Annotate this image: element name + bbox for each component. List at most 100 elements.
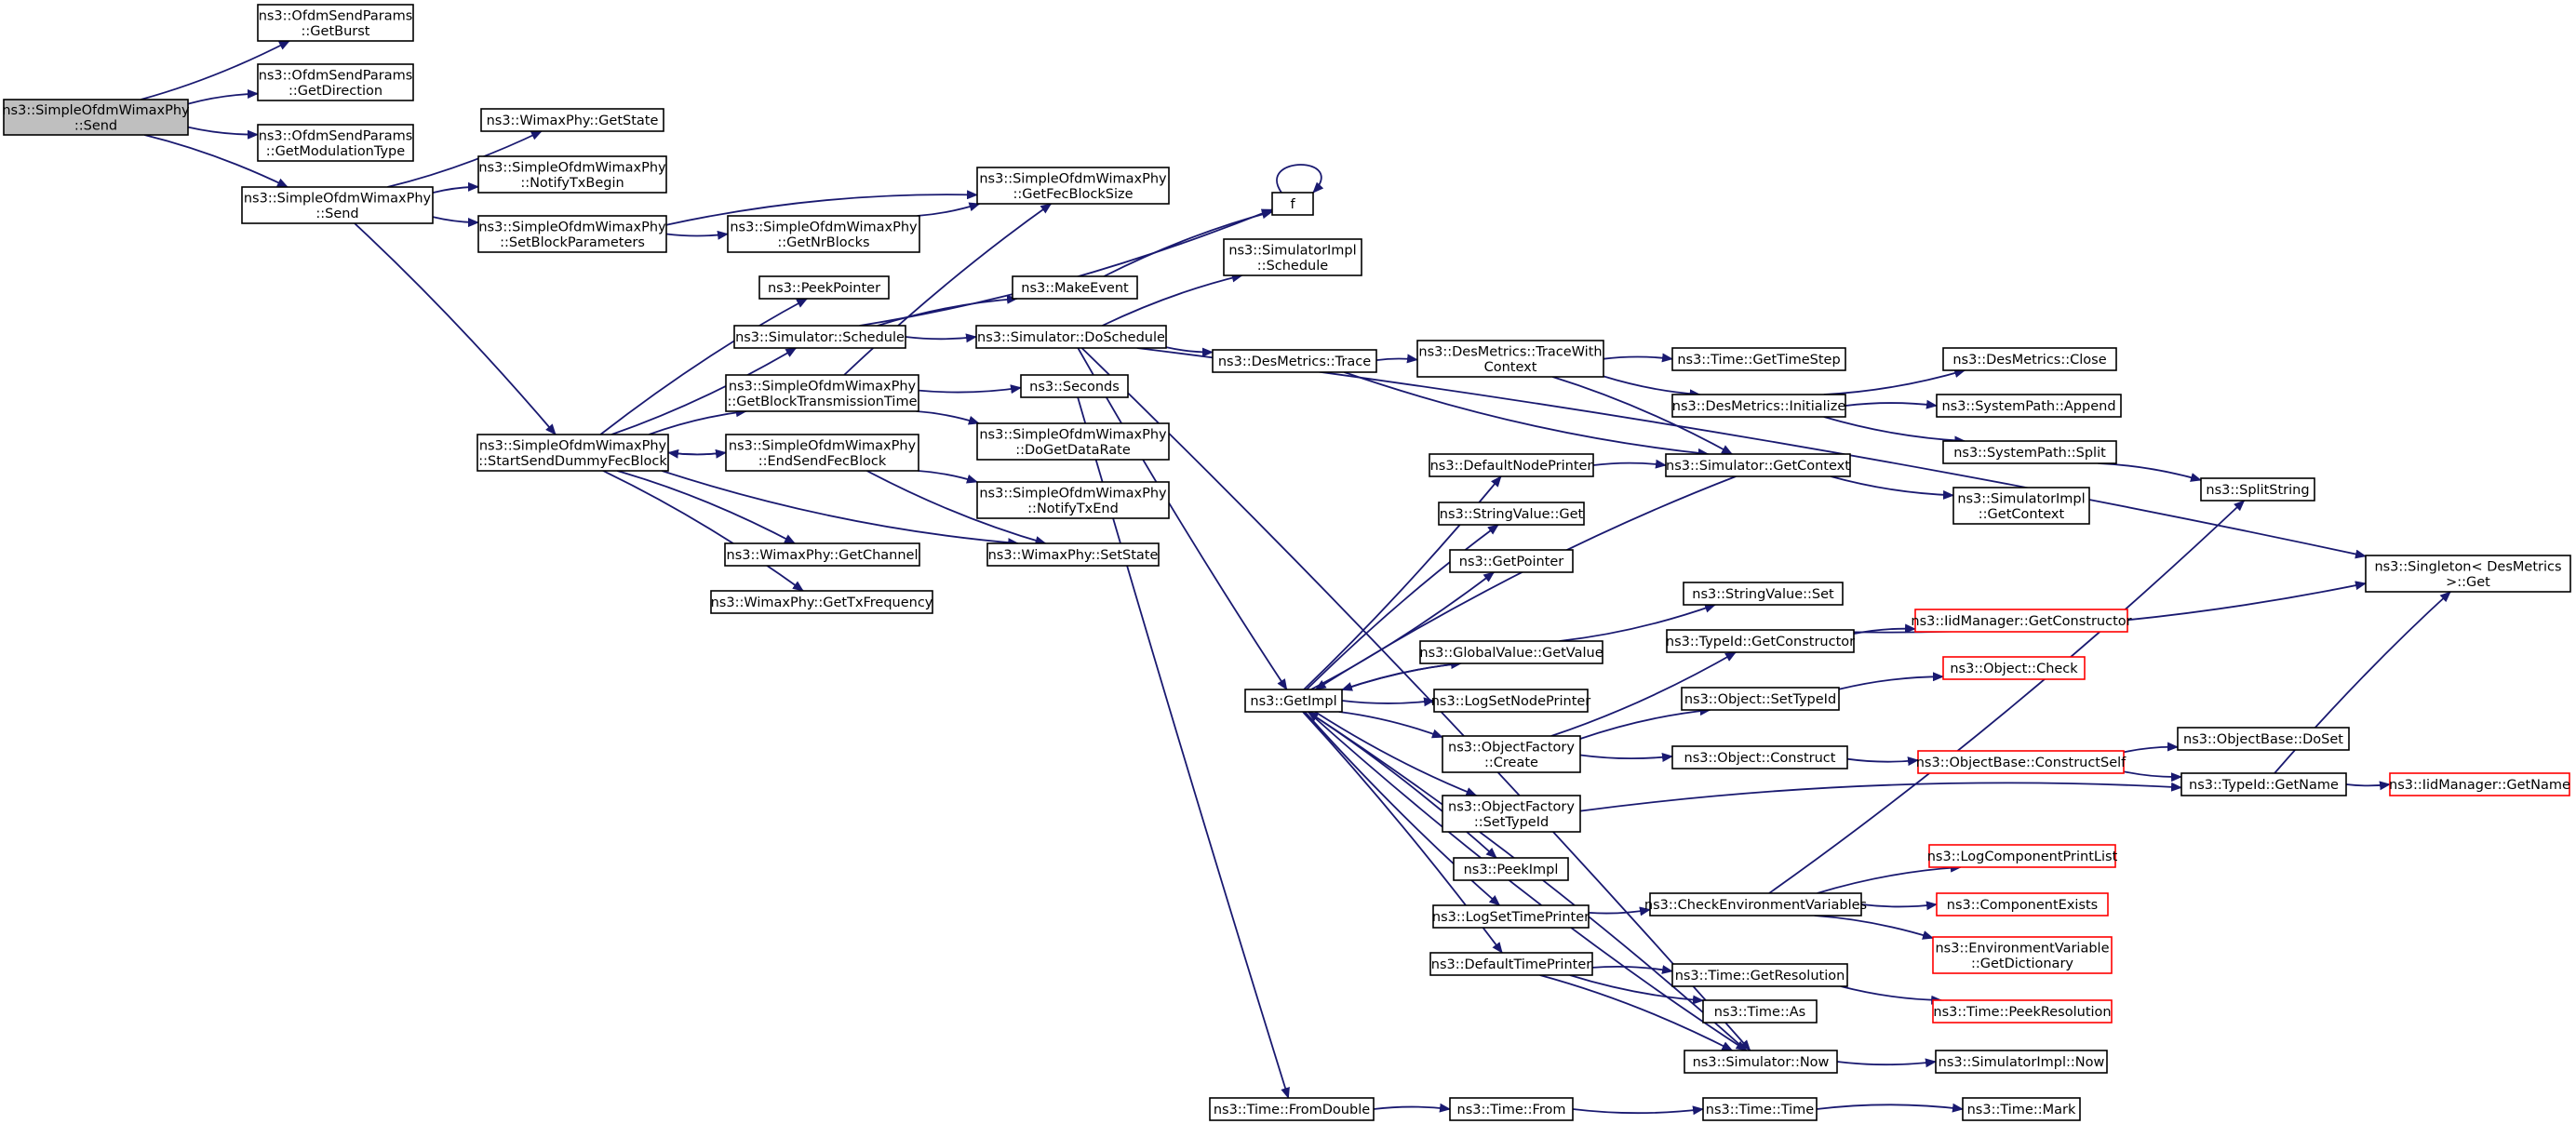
node-label: ns3::ObjectBase::DoSet — [2183, 732, 2343, 747]
node-startsenddummy[interactable]: ns3::SimpleOfdmWimaxPhy::StartSendDummyF… — [476, 434, 669, 472]
node-getcontext[interactable]: ns3::Simulator::GetContext — [1665, 453, 1851, 477]
edge-makeevent-to-f — [1103, 209, 1273, 277]
node-endsendfec[interactable]: ns3::SimpleOfdmWimaxPhy::EndSendFecBlock — [725, 434, 919, 472]
node-notifytxbegin[interactable]: ns3::SimpleOfdmWimaxPhy::NotifyTxBegin — [477, 155, 667, 194]
node-timepeekres[interactable]: ns3::Time::PeekResolution — [1932, 999, 2113, 1024]
node-notifytxend[interactable]: ns3::SimpleOfdmWimaxPhy::NotifyTxEnd — [976, 481, 1170, 519]
edge-simnow-to-simimplnow — [1836, 1058, 1937, 1068]
node-simimplgetcontext[interactable]: ns3::SimulatorImpl::GetContext — [1952, 487, 2090, 525]
node-getchannel[interactable]: ns3::WimaxPhy::GetChannel — [724, 542, 920, 567]
node-setstate[interactable]: ns3::WimaxPhy::SetState — [986, 542, 1160, 567]
node-simimplnow[interactable]: ns3::SimulatorImpl::Now — [1935, 1050, 2108, 1074]
node-objfactsettypeid[interactable]: ns3::ObjectFactory::SetTypeId — [1442, 795, 1581, 833]
node-iidgetctor[interactable]: ns3::IidManager::GetConstructor — [1911, 609, 2132, 633]
node-logsettimeprinter[interactable]: ns3::LogSetTimePrinter — [1432, 904, 1590, 929]
node-box — [1671, 745, 1848, 769]
edge-getblocktx-to-getfecblocksize — [843, 203, 1053, 376]
node-gettimestep[interactable]: ns3::Time::GetTimeStep — [1671, 347, 1846, 371]
node-pathsplit[interactable]: ns3::SystemPath::Split — [1942, 440, 2117, 464]
node-logsetnodeprinter[interactable]: ns3::LogSetNodePrinter — [1431, 689, 1591, 713]
node-simschedule[interactable]: ns3::Simulator::Schedule — [733, 325, 906, 349]
node-simimplschedule[interactable]: ns3::SimulatorImpl::Schedule — [1223, 238, 1362, 276]
node-checkenv[interactable]: ns3::CheckEnvironmentVariables — [1644, 892, 1867, 917]
node-desclose[interactable]: ns3::DesMetrics::Close — [1942, 347, 2117, 371]
node-getpointer[interactable]: ns3::GetPointer — [1449, 549, 1574, 573]
node-objcheck[interactable]: ns3::Object::Check — [1942, 656, 2086, 680]
node-getdir[interactable]: ns3::OfdmSendParams::GetDirection — [257, 63, 414, 101]
node-iidgetname[interactable]: ns3::IidManager::GetName — [2389, 772, 2570, 796]
node-peekimpl[interactable]: ns3::PeekImpl — [1453, 857, 1569, 881]
node-getblocktx[interactable]: ns3::SimpleOfdmWimaxPhy::GetBlockTransmi… — [725, 374, 919, 412]
node-label: ::GetContext — [1979, 507, 2065, 522]
node-label: ::NotifyTxBegin — [520, 176, 624, 191]
node-label: ns3::Time::GetResolution — [1675, 969, 1845, 984]
node-getstate[interactable]: ns3::WimaxPhy::GetState — [480, 108, 664, 132]
node-singletonget[interactable]: ns3::Singleton< DesMetrics>::Get — [2365, 555, 2571, 593]
node-label: ns3::DesMetrics::Initialize — [1672, 399, 1846, 414]
node-box — [2365, 555, 2571, 593]
node-stringvalueget[interactable]: ns3::StringValue::Get — [1438, 502, 1585, 526]
node-f[interactable]: f — [1271, 192, 1314, 216]
node-layer: ns3::SimpleOfdmWimaxPhy::Sendns3::OfdmSe… — [2, 4, 2571, 1121]
node-compexists[interactable]: ns3::ComponentExists — [1936, 892, 2109, 917]
node-timetime[interactable]: ns3::Time::Time — [1702, 1097, 1818, 1121]
node-makeevent[interactable]: ns3::MakeEvent — [1012, 275, 1138, 300]
node-timeas[interactable]: ns3::Time::As — [1702, 999, 1818, 1024]
node-getburst[interactable]: ns3::OfdmSendParams::GetBurst — [257, 4, 414, 42]
node-desinit[interactable]: ns3::DesMetrics::Initialize — [1671, 394, 1846, 418]
node-box — [1671, 963, 1848, 987]
node-peekpointer[interactable]: ns3::PeekPointer — [758, 275, 890, 300]
edge-getblocktx-to-dogetdatarate — [916, 410, 980, 425]
node-typeidgetctor[interactable]: ns3::TypeId::GetConstructor — [1666, 629, 1855, 653]
edge-getimpl-to-objfactcreate — [1338, 711, 1443, 739]
node-timegetres[interactable]: ns3::Time::GetResolution — [1671, 963, 1848, 987]
node-objconstruct[interactable]: ns3::Object::Construct — [1671, 745, 1848, 769]
node-doset[interactable]: ns3::ObjectBase::DoSet — [2177, 727, 2350, 751]
node-seconds[interactable]: ns3::Seconds — [1020, 374, 1129, 398]
node-timefrom[interactable]: ns3::Time::From — [1449, 1097, 1574, 1121]
edge-objsettypeid-to-objcheck — [1838, 672, 1944, 690]
node-box — [1671, 347, 1846, 371]
edge-checkenv-to-compexists — [1860, 901, 1938, 911]
node-label: ns3::OfdmSendParams — [259, 128, 413, 143]
node-logcomplist[interactable]: ns3::LogComponentPrintList — [1927, 844, 2118, 868]
node-label: ns3::OfdmSendParams — [259, 68, 413, 83]
node-dogetdatarate[interactable]: ns3::SimpleOfdmWimaxPhy::DoGetDataRate — [976, 422, 1170, 461]
node-simnow[interactable]: ns3::Simulator::Now — [1684, 1050, 1838, 1074]
node-typeidgetname[interactable]: ns3::TypeId::GetName — [2180, 772, 2347, 796]
node-objfactcreate[interactable]: ns3::ObjectFactory::Create — [1442, 735, 1581, 773]
node-getmod[interactable]: ns3::OfdmSendParams::GetModulationType — [257, 124, 414, 162]
node-label: ns3::WimaxPhy::GetTxFrequency — [711, 595, 933, 610]
node-label: ns3::Time::As — [1714, 1005, 1805, 1020]
node-stringvalueset[interactable]: ns3::StringValue::Set — [1683, 582, 1844, 606]
node-defaultnodeprinter[interactable]: ns3::DefaultNodePrinter — [1429, 453, 1594, 477]
node-timemark[interactable]: ns3::Time::Mark — [1962, 1097, 2081, 1121]
node-envgetdict[interactable]: ns3::EnvironmentVariable::GetDictionary — [1932, 936, 2113, 974]
node-getnrblocks[interactable]: ns3::SimpleOfdmWimaxPhy::GetNrBlocks — [727, 215, 920, 253]
node-gettxfreq[interactable]: ns3::WimaxPhy::GetTxFrequency — [710, 590, 933, 614]
edge-doschedule-to-singletonget — [1136, 347, 2367, 559]
edge-endsendfec-to-setstate — [866, 470, 1047, 545]
edge-root-to-getburst — [140, 40, 290, 100]
node-getimpl[interactable]: ns3::GetImpl — [1244, 689, 1343, 713]
node-setblockparams[interactable]: ns3::SimpleOfdmWimaxPhy::SetBlockParamet… — [477, 215, 667, 253]
node-getfecblocksize[interactable]: ns3::SimpleOfdmWimaxPhy::GetFecBlockSize — [976, 167, 1170, 205]
node-defaulttimeprinter[interactable]: ns3::DefaultTimePrinter — [1429, 952, 1593, 976]
node-label: ns3::Time::Mark — [1967, 1103, 2076, 1117]
node-fromdouble[interactable]: ns3::Time::FromDouble — [1209, 1097, 1375, 1121]
node-splitstring[interactable]: ns3::SplitString — [2200, 477, 2315, 502]
edge-simschedule-to-f — [859, 208, 1273, 327]
node-box — [257, 63, 414, 101]
node-root[interactable]: ns3::SimpleOfdmWimaxPhy::Send — [2, 99, 190, 136]
node-label: ns3::StringValue::Set — [1692, 587, 1834, 602]
node-pathappend[interactable]: ns3::SystemPath::Append — [1936, 394, 2122, 418]
node-globalvalueget[interactable]: ns3::GlobalValue::GetValue — [1419, 640, 1603, 664]
node-desmetricstrace[interactable]: ns3::DesMetrics::Trace — [1212, 349, 1377, 373]
node-label: ::SetTypeId — [1474, 815, 1549, 830]
node-objsettypeid[interactable]: ns3::Object::SetTypeId — [1681, 687, 1840, 711]
node-box — [2200, 477, 2315, 502]
node-constructself[interactable]: ns3::ObjectBase::ConstructSelf — [1916, 750, 2127, 774]
node-send2[interactable]: ns3::SimpleOfdmWimaxPhy::Send — [241, 186, 434, 224]
node-doschedule[interactable]: ns3::Simulator::DoSchedule — [975, 325, 1167, 349]
